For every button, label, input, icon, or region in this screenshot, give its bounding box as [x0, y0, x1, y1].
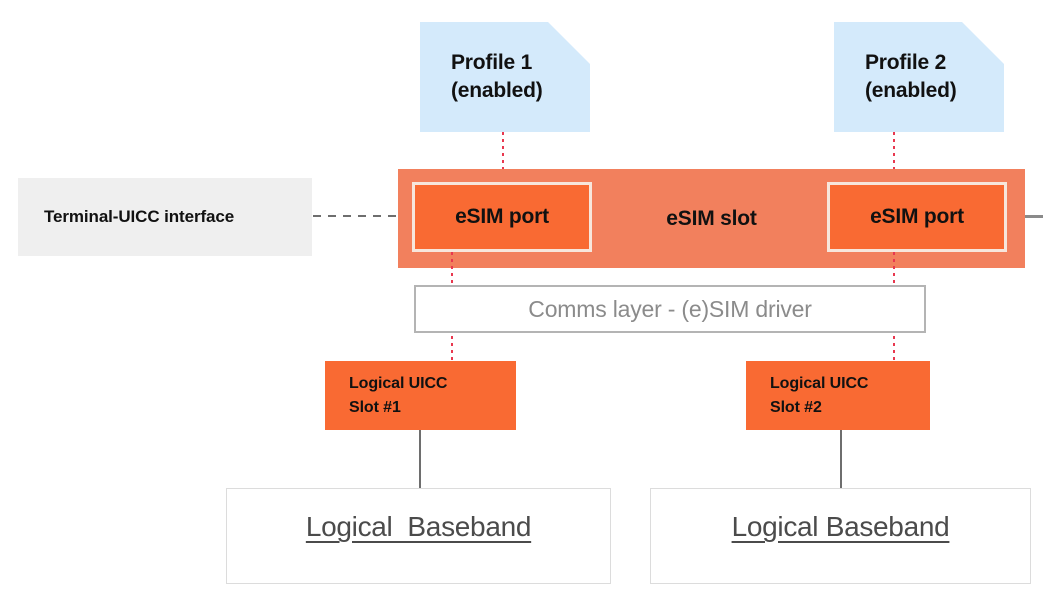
profile-card-1[interactable]: Profile 1 (enabled) — [420, 22, 590, 132]
logical-uicc-slot-2-label: Logical UICC Slot #2 — [770, 375, 869, 416]
logical-baseband-2-label: Logical Baseband — [731, 511, 950, 542]
comms-layer-label: Comms layer - (e)SIM driver — [528, 295, 812, 322]
logical-baseband-1[interactable]: Logical Baseband — [226, 488, 611, 584]
connector-uicc2-to-baseband2 — [840, 430, 842, 488]
logical-uicc-slot-1-label: Logical UICC Slot #1 — [349, 375, 448, 416]
esim-port-2[interactable]: eSIM port — [827, 182, 1007, 252]
terminal-uicc-interface-label: Terminal-UICC interface — [44, 207, 235, 226]
connector-profile1-to-port1 — [502, 132, 504, 180]
esim-port-1-label: eSIM port — [455, 205, 549, 228]
logical-baseband-1-label: Logical Baseband — [305, 511, 532, 542]
terminal-uicc-interface[interactable]: Terminal-UICC interface — [18, 178, 312, 256]
logical-uicc-slot-2[interactable]: Logical UICC Slot #2 — [746, 361, 930, 430]
logical-baseband-2[interactable]: Logical Baseband — [650, 488, 1031, 584]
connector-terminal-to-slot — [313, 215, 399, 217]
connector-profile2-to-port2 — [893, 132, 895, 180]
comms-layer[interactable]: Comms layer - (e)SIM driver — [414, 285, 926, 333]
esim-port-2-label: eSIM port — [870, 205, 964, 228]
connector-slot-right-stub — [1025, 215, 1043, 218]
profile-card-1-label: Profile 1 (enabled) — [451, 50, 543, 102]
profile-card-2-label: Profile 2 (enabled) — [865, 50, 957, 102]
esim-port-1[interactable]: eSIM port — [412, 182, 592, 252]
profile-card-2[interactable]: Profile 2 (enabled) — [834, 22, 1004, 132]
connector-uicc1-to-baseband1 — [419, 430, 421, 488]
logical-uicc-slot-1[interactable]: Logical UICC Slot #1 — [325, 361, 516, 430]
